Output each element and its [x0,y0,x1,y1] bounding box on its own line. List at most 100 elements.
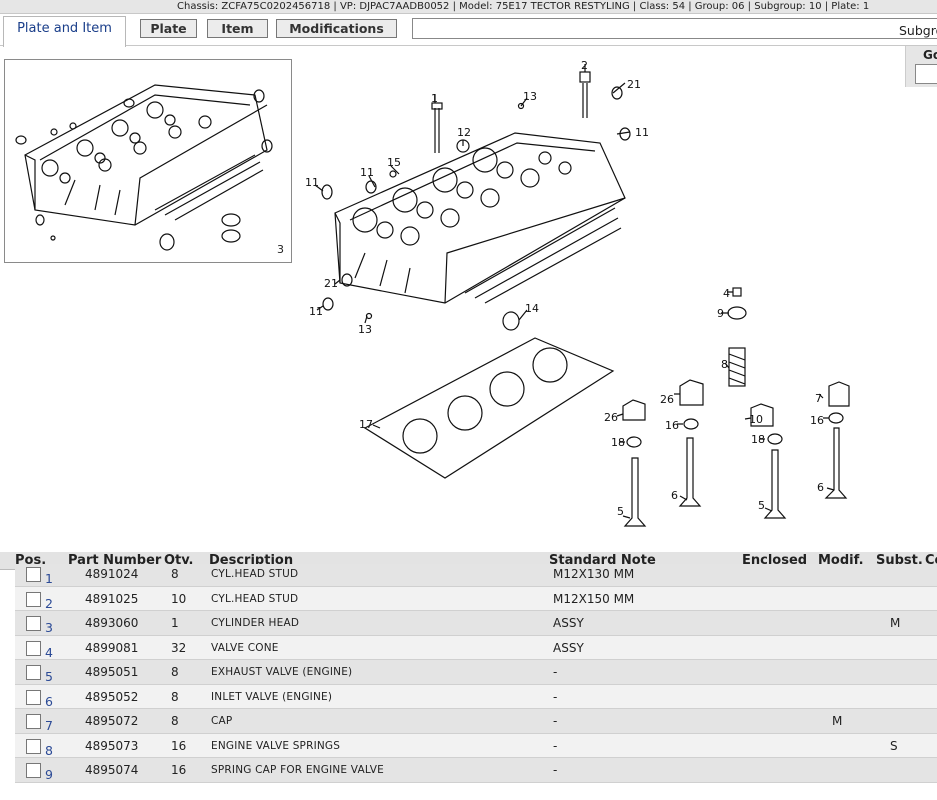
table-row[interactable]: 1 4891024 8 CYL.HEAD STUD M12X130 MM [15,564,937,587]
row-pos-link[interactable]: 8 [45,742,53,758]
row-checkbox[interactable] [26,665,41,680]
row-part-number: 4891025 [85,591,139,606]
callout-13-top: 13 [523,90,537,103]
callout-21-top: 21 [627,78,641,91]
row-qty: 8 [171,714,179,728]
row-pos-link[interactable]: 6 [45,693,53,709]
callout-2: 2 [581,59,588,72]
row-pos-link[interactable]: 2 [45,595,53,611]
callout-7: 7 [815,392,822,405]
callout-11-mid: 11 [360,166,374,179]
callout-14: 14 [525,302,539,315]
callout-15: 15 [387,156,401,169]
row-qty: 1 [171,616,179,630]
row-qty: 10 [171,591,187,606]
row-standard-note: M12X130 MM [553,567,635,581]
row-pos-link[interactable]: 4 [45,644,53,660]
callout-21-bottom: 21 [324,277,338,290]
subgroup-field[interactable]: Subgro [412,18,937,39]
row-standard-note: - [553,689,558,704]
callout-6-right: 6 [817,481,824,494]
row-checkbox[interactable] [26,763,41,778]
tab-plate[interactable]: Plate [140,19,197,38]
row-checkbox[interactable] [26,640,41,656]
row-description: CYL.HEAD STUD [211,592,299,605]
plate-thumbnail[interactable]: 3 [4,59,292,263]
row-pos-link[interactable]: 1 [45,571,53,586]
go-panel: Go [905,46,937,87]
vehicle-info-bar: Chassis: ZCFA75C0202456718 | VP: DJPAC7A… [0,0,937,14]
callout-11-right: 11 [635,126,649,139]
row-subst: S [890,738,898,753]
stud-2-shape [579,71,591,118]
row-pos-link[interactable]: 5 [45,669,53,684]
row-qty: 8 [171,665,179,679]
tab-modifications[interactable]: Modifications [276,19,397,38]
row-pos-link[interactable]: 3 [45,620,53,635]
callout-12: 12 [457,126,471,139]
callout-6-mid: 6 [671,489,678,502]
row-checkbox[interactable] [26,616,41,631]
exploded-parts-diagram[interactable]: 1 2 13 12 21 11 15 11 11 21 11 13 14 17 … [295,48,903,540]
row-checkbox[interactable] [26,714,41,729]
parts-table: Pos. Part Number Qty. Description Standa… [0,549,937,800]
callout-13-bottom: 13 [358,323,372,336]
row-part-number: 4895073 [85,738,139,753]
row-description: CYLINDER HEAD [211,617,300,629]
row-part-number: 4895074 [85,763,139,777]
row-qty: 8 [171,689,179,704]
callout-10: 10 [749,413,763,426]
row-standard-note: - [553,714,558,728]
callout-18-left: 18 [611,436,625,449]
row-part-number: 4895072 [85,714,139,728]
callout-1: 1 [431,92,438,105]
tab-bar: Plate and Item Plate Item Modifications … [0,14,937,47]
row-standard-note: ASSY [553,616,584,630]
tab-item[interactable]: Item [207,19,268,38]
gasket-shape [363,337,615,479]
row-checkbox[interactable] [26,567,41,582]
stud-1-shape [431,102,443,153]
callout-16-mid: 16 [665,419,679,432]
row-pos-link[interactable]: 7 [45,718,53,733]
tab-plate-and-item[interactable]: Plate and Item [3,16,126,47]
callout-17: 17 [359,418,373,431]
callout-9: 9 [717,307,724,320]
row-qty: 16 [171,738,187,753]
vehicle-info-text: Chassis: ZCFA75C0202456718 | VP: DJPAC7A… [177,1,870,12]
row-pos-link[interactable]: 9 [45,767,53,782]
row-part-number: 4891024 [85,567,139,581]
row-checkbox[interactable] [26,591,41,607]
callout-16-right: 16 [810,414,824,427]
callout-26-mid: 26 [660,393,674,406]
go-input[interactable] [915,64,937,84]
table-row[interactable]: 8 4895073 16 ENGINE VALVE SPRINGS - S [15,733,937,758]
row-checkbox[interactable] [26,689,41,705]
row-description: VALVE CONE [211,641,279,654]
row-checkbox[interactable] [26,738,41,754]
callout-11-bottom: 11 [309,305,323,318]
callout-4: 4 [723,287,730,300]
row-description: ENGINE VALVE SPRINGS [211,739,341,752]
row-standard-note: - [553,665,558,679]
callout-5-left: 5 [617,505,624,518]
callout-11-left: 11 [305,176,319,189]
row-qty: 8 [171,567,179,581]
thumbnail-plate-number: 3 [277,243,284,256]
go-label: Go [923,48,937,62]
row-part-number: 4895052 [85,689,139,704]
row-description: SPRING CAP FOR ENGINE VALVE [211,764,384,776]
row-part-number: 4893060 [85,616,139,630]
row-standard-note: - [553,738,558,753]
row-description: CYL.HEAD STUD [211,568,299,580]
row-modif: M [832,714,843,728]
callout-8: 8 [721,358,728,371]
